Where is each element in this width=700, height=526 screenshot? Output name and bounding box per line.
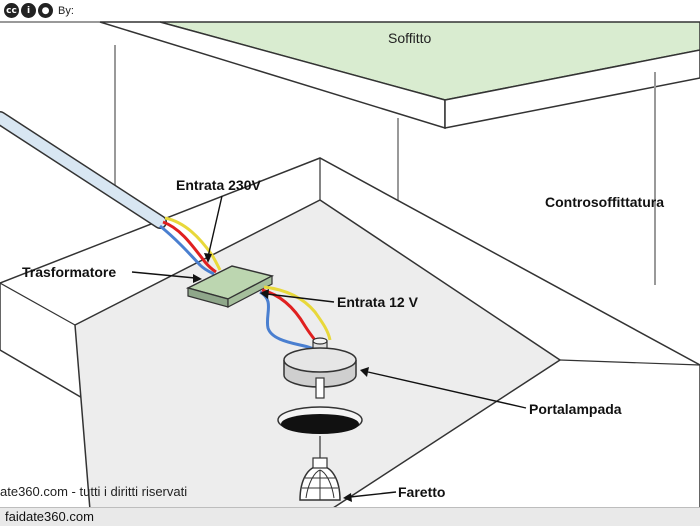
wire-yellow-12 — [263, 285, 332, 341]
label-input-12v: Entrata 12 V — [337, 294, 419, 310]
lamp-holder-pin — [315, 377, 325, 399]
arrowhead — [204, 253, 212, 263]
panel-bevel-line — [559, 359, 700, 366]
label-transformer: Trasformatore — [22, 264, 116, 280]
lamp-holder-top — [283, 347, 357, 373]
mains-cable-inner — [0, 112, 166, 228]
wire-yellow-230 — [164, 216, 222, 271]
arrow-faretto — [349, 491, 397, 498]
arrow-entrata-230v — [207, 195, 223, 258]
wire-red-230 — [162, 220, 217, 274]
ceiling-hole — [281, 414, 359, 434]
spotlight-neck — [312, 457, 328, 469]
arrowhead — [343, 493, 352, 502]
label-lamp-holder: Portalampada — [529, 401, 622, 417]
license-by-label: By: — [58, 4, 74, 17]
panel-bevel-line — [0, 282, 76, 326]
footer-site-link[interactable]: faidate360.com — [5, 509, 94, 524]
creative-commons-icon: cc — [4, 3, 19, 18]
arrowhead — [260, 289, 269, 299]
arrowhead — [360, 367, 369, 377]
arrowhead — [193, 274, 202, 283]
transformer-front — [227, 275, 273, 308]
info-icon: i — [21, 3, 36, 18]
lamp-holder-connector-top — [312, 337, 328, 345]
wire-blue-230 — [159, 224, 215, 276]
arrow-entrata-12v — [266, 293, 335, 303]
label-false-ceiling: Controsoffittatura — [545, 194, 664, 210]
label-ceiling: Soffitto — [388, 30, 432, 46]
attribution-icon: ● — [38, 3, 53, 18]
label-input-230v: Entrata 230V — [176, 177, 261, 193]
arrow-trasformatore — [131, 271, 196, 279]
license-badge: cc i ● By: — [4, 3, 74, 18]
footer-bar: faidate360.com — [0, 507, 700, 526]
ceiling-edge-right — [444, 49, 700, 129]
spotlight-facets — [302, 469, 338, 500]
label-spotlight: Faretto — [398, 484, 445, 500]
arrow-portalampada — [367, 371, 527, 409]
copyright-credit: ate360.com - tutti i diritti riservati — [0, 484, 188, 499]
